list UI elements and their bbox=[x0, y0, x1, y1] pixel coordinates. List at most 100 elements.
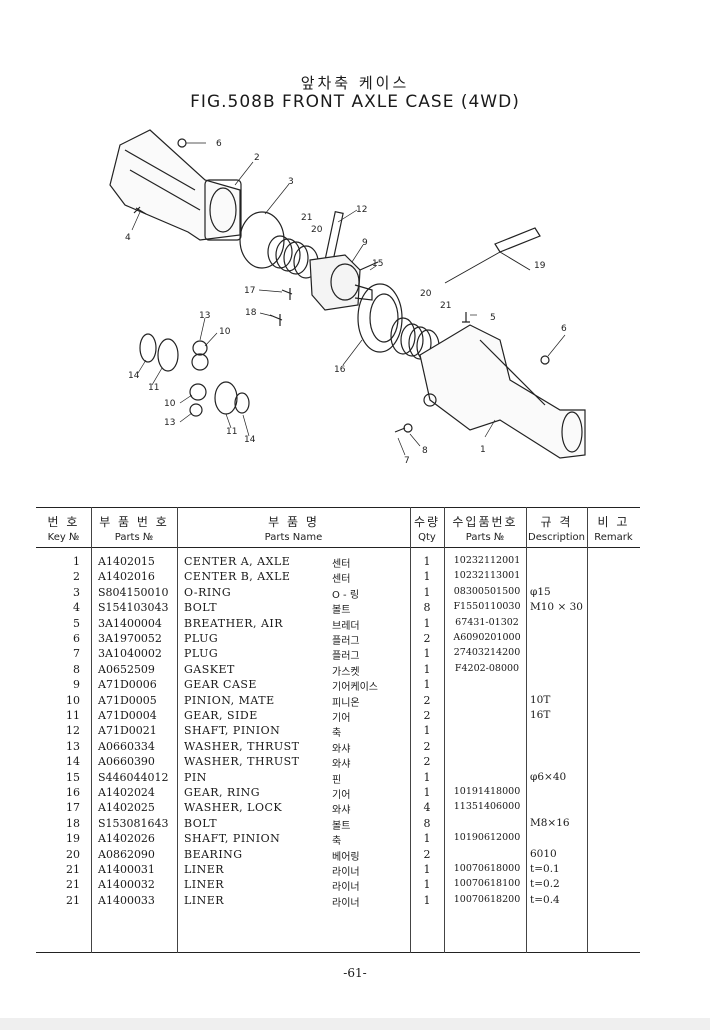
cell-import-no: F1550110030 bbox=[453, 601, 521, 613]
cell-name: BEARING bbox=[184, 847, 243, 861]
cell-name: LINER bbox=[184, 893, 225, 907]
table-row: 4 S154103043 BOLT 볼트 8 F1550110030 M10 × 30 bbox=[36, 601, 640, 616]
callout-17: 17 bbox=[244, 286, 255, 296]
callout-3: 3 bbox=[288, 177, 294, 187]
cell-import-no: 10070618000 bbox=[453, 863, 521, 874]
cell-part-no: A0660334 bbox=[98, 739, 155, 753]
cell-key: 9 bbox=[73, 678, 80, 692]
cell-name-ko: 와샤 bbox=[332, 805, 351, 817]
page-number: -61- bbox=[343, 966, 367, 980]
cell-key: 10 bbox=[66, 693, 80, 707]
cell-import-no: 10190612000 bbox=[453, 832, 521, 844]
callout-16: 16 bbox=[334, 365, 346, 375]
cell-part-no: S153081643 bbox=[98, 816, 169, 830]
cell-name: GEAR, RING bbox=[184, 786, 261, 799]
cell-qty: 1 bbox=[423, 662, 431, 676]
cell-name-ko: 축 bbox=[332, 728, 342, 740]
cell-qty: 8 bbox=[423, 601, 431, 615]
cell-key: 16 bbox=[66, 786, 80, 799]
cell-key: 18 bbox=[66, 816, 80, 830]
cell-key: 5 bbox=[73, 616, 80, 630]
cell-name: BOLT bbox=[184, 816, 218, 830]
cell-name: WASHER, THRUST bbox=[184, 739, 300, 753]
cell-name-ko: 볼트 bbox=[332, 605, 351, 617]
cell-name: GEAR CASE bbox=[184, 678, 257, 692]
cell-spec: M10 × 30 bbox=[530, 601, 583, 614]
cell-key: 4 bbox=[73, 601, 80, 615]
cell-part-no: A1402025 bbox=[98, 801, 155, 815]
cell-name-ko: 라이너 bbox=[332, 882, 360, 894]
callout-12: 12 bbox=[356, 205, 367, 215]
cell-name: LINER bbox=[184, 878, 225, 892]
cell-name: PLUG bbox=[184, 647, 219, 661]
callout-8: 8 bbox=[422, 446, 428, 456]
cell-qty: 1 bbox=[423, 724, 431, 738]
cell-key: 21 bbox=[66, 863, 80, 876]
cell-import-no: 10191418000 bbox=[453, 786, 521, 797]
cell-key: 21 bbox=[66, 878, 80, 892]
cell-part-no: A1402015 bbox=[98, 555, 155, 568]
cell-qty: 1 bbox=[423, 893, 431, 907]
callout-11-bottom: 11 bbox=[226, 427, 237, 437]
cell-qty: 2 bbox=[423, 693, 431, 707]
cell-key: 8 bbox=[73, 662, 80, 676]
cell-qty: 1 bbox=[423, 770, 431, 784]
callout-20-left: 20 bbox=[311, 225, 323, 235]
callout-11-left: 11 bbox=[148, 383, 159, 393]
cell-import-no: 10232112001 bbox=[453, 555, 521, 566]
cell-key: 14 bbox=[66, 755, 80, 769]
cell-key: 17 bbox=[66, 801, 80, 815]
cell-name: GASKET bbox=[184, 662, 235, 676]
cell-key: 15 bbox=[66, 770, 80, 784]
cell-spec: φ6×40 bbox=[530, 770, 567, 783]
callout-9: 9 bbox=[362, 238, 368, 248]
cell-import-no: 11351406000 bbox=[453, 801, 521, 813]
cell-name: SHAFT, PINION bbox=[184, 724, 281, 738]
page-title: FIG.508B FRONT AXLE CASE (4WD) bbox=[190, 92, 520, 112]
cell-name: PINION, MATE bbox=[184, 693, 275, 707]
cell-name: BOLT bbox=[184, 601, 218, 615]
cell-import-no: 10070618200 bbox=[453, 893, 521, 905]
cell-key: 2 bbox=[73, 570, 80, 584]
cell-name-ko: 가스켓 bbox=[332, 666, 360, 678]
cell-name-ko: 와샤 bbox=[332, 759, 351, 771]
cell-part-no: A71D0006 bbox=[98, 678, 157, 692]
cell-name-ko: 기어 bbox=[332, 790, 351, 801]
cell-key: 6 bbox=[73, 632, 80, 645]
cell-key: 7 bbox=[73, 647, 80, 661]
cell-qty: 1 bbox=[423, 647, 431, 661]
cell-name-ko: 와샤 bbox=[332, 743, 351, 755]
cell-import-no: 27403214200 bbox=[453, 647, 521, 659]
callout-1: 1 bbox=[480, 445, 486, 455]
cell-name-ko: 라이너 bbox=[332, 867, 360, 878]
cell-name-ko: 센터 bbox=[332, 559, 351, 570]
cell-part-no: S154103043 bbox=[98, 601, 169, 615]
cell-part-no: 3A1970052 bbox=[98, 632, 162, 645]
cell-name: PLUG bbox=[184, 632, 219, 645]
cell-spec: t=0.2 bbox=[530, 878, 560, 891]
exploded-parts-diagram: 6 2 3 4 12 21 20 9 15 17 18 16 20 21 19 … bbox=[109, 129, 586, 466]
callout-20-right: 20 bbox=[420, 289, 432, 299]
cell-part-no: A1402024 bbox=[98, 786, 155, 799]
cell-qty: 1 bbox=[423, 878, 431, 892]
callout-10-bottom: 10 bbox=[164, 399, 176, 409]
cell-name-ko: 플러그 bbox=[332, 636, 360, 647]
cell-qty: 2 bbox=[423, 632, 431, 645]
callout-2: 2 bbox=[254, 153, 260, 163]
cell-spec: φ15 bbox=[530, 585, 551, 598]
